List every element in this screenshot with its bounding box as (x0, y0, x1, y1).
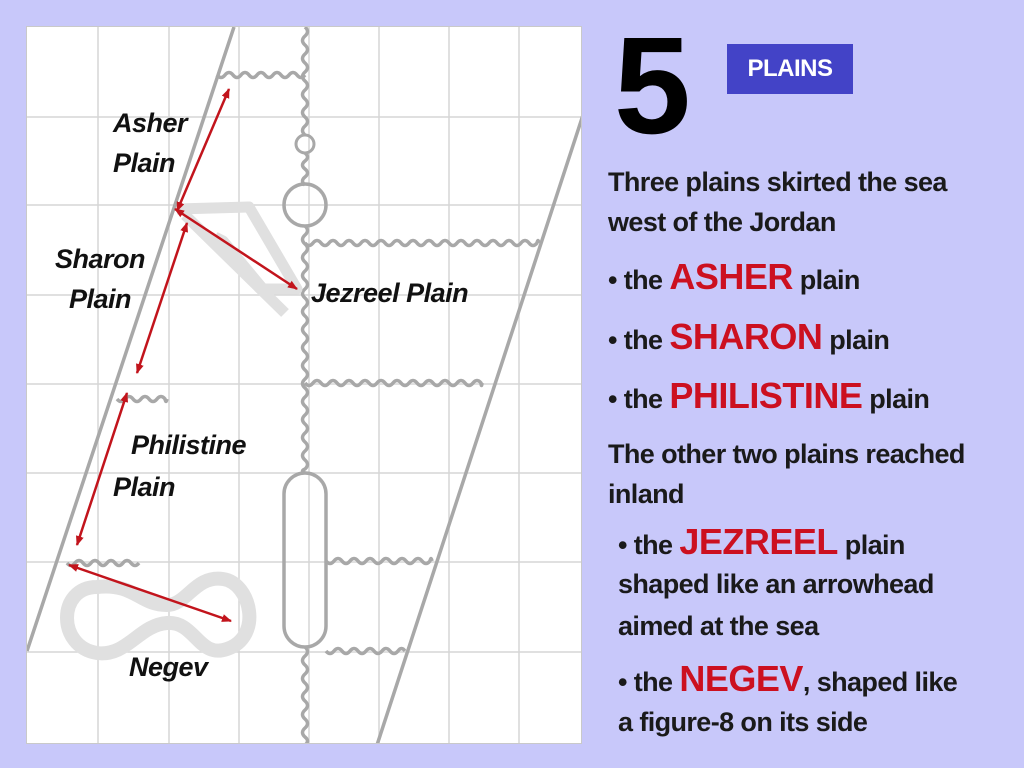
inland-text-line1: The other two plains reached (608, 439, 965, 469)
bullet-jezreel: • the JEZREEL plain (618, 521, 905, 566)
jezreel-arrow (174, 207, 298, 291)
plain-name-philistine: PHILISTINE (669, 375, 863, 416)
negev-arrow (68, 563, 232, 623)
bullet-sharon: • the SHARON plain (608, 316, 890, 361)
bullet-prefix: • the (608, 384, 670, 414)
boundary-wave-1 (215, 70, 307, 80)
boundary-wave-2 (303, 238, 541, 248)
bullet-prefix: • the (608, 325, 670, 355)
jordan-river (300, 27, 310, 743)
plain-name-jezreel: JEZREEL (679, 521, 838, 562)
negev-figure-8 (60, 571, 257, 661)
boundary-wave-4 (303, 378, 484, 388)
philistine-arrow (75, 392, 129, 546)
dead-sea (282, 471, 328, 649)
bullet-prefix: • the (618, 530, 680, 560)
bullet-asher: • the ASHER plain (608, 256, 860, 301)
bullet-suffix: , shaped like (802, 667, 958, 697)
asher-label-line1: Asher (113, 108, 188, 138)
slide-number: 5 (614, 9, 691, 163)
sea-of-galilee (282, 182, 328, 228)
bullet-suffix: plain (837, 530, 906, 560)
negev-line2: a figure-8 on its side (618, 707, 868, 737)
lake-huleh (294, 133, 316, 155)
bullet-negev: • the NEGEV, shaped like (618, 658, 958, 703)
intro-text-line1: Three plains skirted the sea (608, 167, 947, 197)
bullet-philistine: • the PHILISTINE plain (608, 375, 930, 420)
asher-arrow (175, 88, 231, 212)
bullet-prefix: • the (608, 265, 670, 295)
sharon-label-line1: Sharon (55, 244, 146, 274)
philistine-label-line2: Plain (113, 472, 176, 502)
philistine-label-line1: Philistine (131, 430, 247, 460)
bullet-suffix: plain (862, 384, 930, 414)
boundary-wave-7 (324, 646, 407, 656)
plain-name-negev: NEGEV (679, 658, 803, 699)
eastern-boundary (375, 115, 581, 743)
boundary-wave-6 (324, 556, 434, 566)
plain-name-sharon: SHARON (669, 316, 823, 357)
inland-text-line2: inland (608, 479, 685, 509)
plain-name-asher: ASHER (669, 256, 793, 297)
jezreel-label: Jezreel Plain (311, 278, 469, 308)
jezreel-line2: shaped like an arrowhead (618, 569, 934, 599)
bullet-suffix: plain (792, 265, 861, 295)
jezreel-line3: aimed at the sea (618, 611, 819, 641)
sharon-label-line2: Plain (69, 284, 132, 314)
section-tag: PLAINS (727, 44, 853, 94)
asher-label-line2: Plain (113, 148, 176, 178)
map-diagram (27, 27, 581, 743)
negev-label: Negev (129, 652, 208, 682)
map-panel: Asher Plain Sharon Plain Jezreel Plain P… (26, 26, 582, 744)
intro-text-line2: west of the Jordan (608, 207, 836, 237)
bullet-prefix: • the (618, 667, 680, 697)
bullet-suffix: plain (822, 325, 890, 355)
